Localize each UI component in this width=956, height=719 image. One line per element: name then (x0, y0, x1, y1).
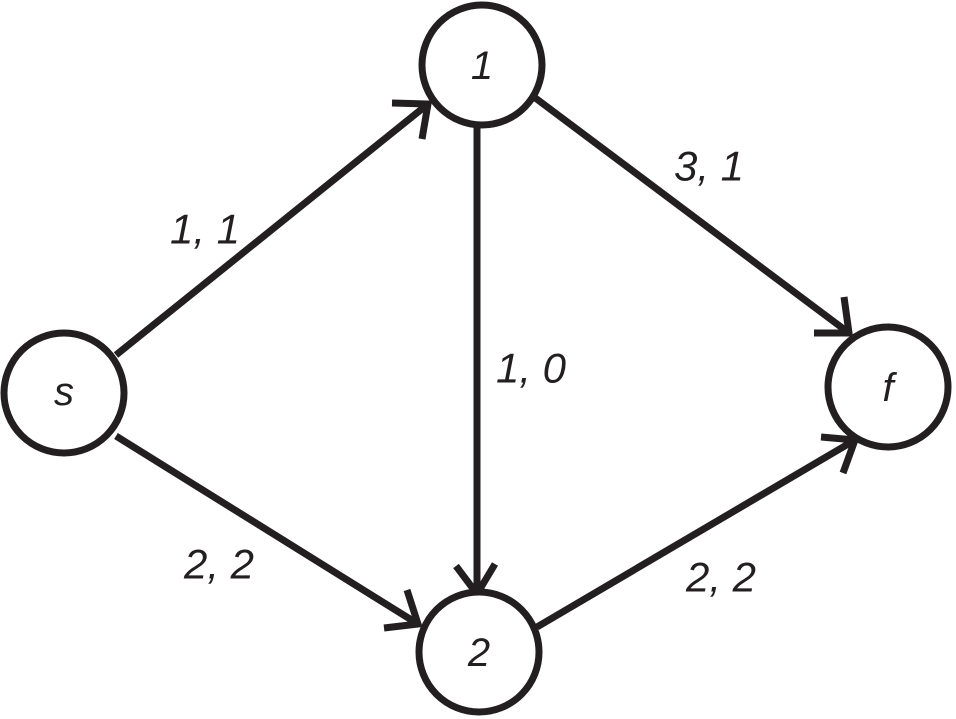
edge-2-f-label: 2, 2 (685, 554, 756, 601)
edge-s-1 (113, 101, 431, 358)
node-s: s (0, 329, 128, 457)
edge-s-1-arrowhead (391, 99, 433, 140)
node-1-label: 1 (471, 44, 493, 88)
node-f-circle (824, 323, 952, 451)
node-2-circle (415, 588, 543, 716)
edge-1-2-label: 1, 0 (496, 345, 567, 392)
edge-2-f (535, 436, 857, 631)
edge-s-2 (114, 433, 420, 627)
edge-s-1-label: 1, 1 (170, 206, 240, 253)
node-s-label: s (54, 370, 74, 414)
node-s-circle (0, 329, 128, 457)
edge-1-f-label: 3, 1 (674, 143, 744, 190)
node-f: f (824, 323, 952, 451)
edge-s-2-label: 2, 2 (183, 541, 254, 588)
node-1: 1 (418, 1, 546, 129)
edge-s-2-arrowhead (383, 588, 423, 632)
edge-1-f-arrowhead (814, 296, 854, 337)
node-2: 2 (415, 588, 543, 716)
node-1-circle (418, 1, 546, 129)
node-2-label: 2 (467, 631, 490, 675)
edge-1-f (531, 94, 852, 336)
